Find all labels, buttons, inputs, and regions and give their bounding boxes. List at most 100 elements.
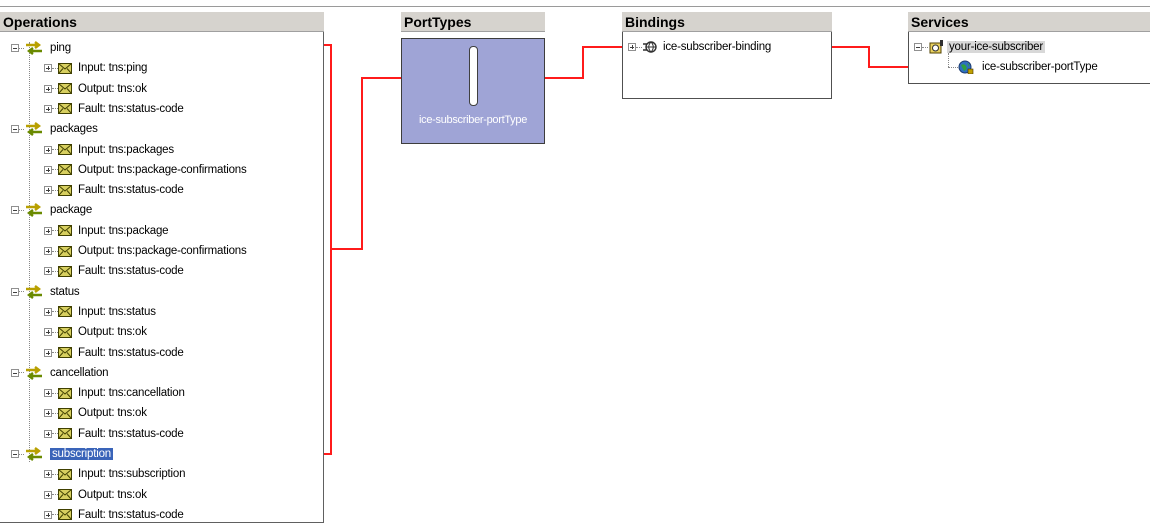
expand-minus-icon[interactable] [11, 206, 19, 215]
porttypes-title: PortTypes [404, 14, 472, 30]
dash-connector [52, 412, 58, 414]
connector-ops-to-porttype [361, 77, 401, 79]
operation-item[interactable]: status [11, 282, 80, 302]
expand-plus-icon[interactable] [44, 348, 52, 357]
message-item[interactable]: Output: tns:package-confirmations [44, 241, 247, 261]
expand-minus-icon[interactable] [11, 450, 19, 458]
message-item[interactable]: Output: tns:ok [44, 79, 147, 99]
expand-plus-icon[interactable] [44, 470, 52, 479]
operation-item[interactable]: package [11, 200, 92, 220]
message-item[interactable]: Input: tns:packages [44, 140, 174, 160]
message-item[interactable]: Fault: tns:status-code [44, 343, 184, 363]
expand-plus-icon[interactable] [44, 267, 52, 276]
dash-connector [52, 433, 58, 435]
expand-minus-icon[interactable] [914, 43, 922, 51]
dash-connector [52, 149, 58, 150]
message-item[interactable]: Input: tns:package [44, 221, 169, 241]
message-item[interactable]: Fault: tns:status-code [44, 424, 184, 444]
porttypes-header: PortTypes [401, 12, 545, 32]
expand-plus-icon[interactable] [44, 64, 52, 73]
operation-item[interactable]: cancellation [11, 363, 109, 383]
message-item[interactable]: Input: tns:subscription [44, 464, 185, 484]
expand-plus-icon[interactable] [44, 165, 52, 174]
envelope-icon [58, 245, 72, 257]
dash-connector [922, 46, 928, 48]
dash-connector [52, 88, 58, 90]
message-item[interactable]: Output: tns:ok [44, 403, 147, 423]
envelope-icon [58, 164, 72, 176]
operation-label: cancellation [50, 366, 109, 379]
connector-ops-top [324, 44, 332, 46]
dash-connector [52, 311, 58, 313]
expand-plus-icon[interactable] [44, 307, 52, 316]
dash-connector [52, 392, 58, 394]
envelope-icon [58, 265, 72, 277]
connector-to-services [868, 66, 908, 68]
expand-plus-icon[interactable] [44, 226, 52, 235]
porttype-label: ice-subscriber-portType [418, 114, 528, 126]
expand-plus-icon[interactable] [44, 186, 52, 195]
envelope-icon [58, 509, 72, 521]
message-item[interactable]: Fault: tns:status-code [44, 180, 184, 200]
message-item[interactable]: Input: tns:status [44, 302, 156, 322]
globe-icon [958, 60, 974, 75]
operation-item[interactable]: packages [11, 119, 98, 139]
message-item[interactable]: Output: tns:ok [44, 485, 147, 505]
operation-item[interactable]: subscription [11, 444, 113, 464]
envelope-icon [58, 225, 72, 237]
envelope-icon [58, 144, 72, 155]
expand-plus-icon[interactable] [44, 247, 52, 255]
message-item[interactable]: Input: tns:ping [44, 58, 147, 78]
dash-connector [52, 473, 58, 475]
service-item[interactable]: your-ice-subscriber [914, 37, 1045, 57]
porttype-node[interactable]: ice-subscriber-portType [401, 38, 545, 144]
services-header: Services [908, 12, 1150, 32]
envelope-icon [58, 387, 72, 399]
swap-arrows-icon [24, 41, 44, 55]
message-item[interactable]: Output: tns:package-confirmations [44, 160, 247, 180]
expand-plus-icon[interactable] [44, 429, 52, 438]
message-item[interactable]: Fault: tns:status-code [44, 261, 184, 281]
top-divider [0, 6, 1150, 7]
expand-plus-icon[interactable] [44, 510, 52, 519]
message-label: Fault: tns:status-code [78, 184, 184, 197]
dash-connector [52, 331, 58, 333]
message-label: Output: tns:ok [78, 407, 147, 420]
expand-plus-icon[interactable] [44, 104, 52, 113]
tree-guide [29, 42, 30, 462]
expand-plus-icon[interactable] [44, 389, 52, 398]
message-label: Input: tns:packages [78, 143, 174, 156]
service-port-label: ice-subscriber-portType [982, 61, 1098, 73]
operation-item[interactable]: ping [11, 38, 71, 58]
operation-label: package [50, 204, 93, 217]
envelope-icon [58, 347, 72, 358]
message-item[interactable]: Fault: tns:status-code [44, 99, 184, 119]
expand-minus-icon[interactable] [11, 368, 19, 377]
message-item[interactable]: Fault: tns:status-code [44, 505, 184, 525]
expand-plus-icon[interactable] [628, 43, 636, 51]
expand-minus-icon[interactable] [11, 44, 19, 52]
swap-arrows-icon [24, 203, 44, 218]
expand-plus-icon[interactable] [44, 328, 52, 337]
message-label: Input: tns:ping [78, 62, 148, 75]
swap-arrows-icon [24, 122, 44, 137]
expand-minus-icon[interactable] [11, 125, 19, 134]
expand-plus-icon[interactable] [44, 145, 52, 154]
message-label: Input: tns:subscription [78, 468, 186, 481]
service-port-item[interactable]: ice-subscriber-portType [958, 57, 1098, 77]
expand-plus-icon[interactable] [44, 490, 52, 499]
expand-plus-icon[interactable] [44, 409, 52, 418]
expand-minus-icon[interactable] [11, 287, 19, 296]
message-label: Input: tns:status [78, 305, 156, 318]
operation-label: packages [50, 123, 98, 136]
dash-connector [52, 108, 58, 110]
message-label: Output: tns:ok [78, 488, 147, 501]
expand-plus-icon[interactable] [44, 84, 52, 93]
message-item[interactable]: Output: tns:ok [44, 322, 147, 342]
operations-panel [0, 32, 324, 523]
message-label: Output: tns:ok [78, 326, 147, 339]
message-label: Fault: tns:status-code [78, 508, 184, 521]
binding-item[interactable]: ice-subscriber-binding [628, 37, 771, 57]
message-item[interactable]: Input: tns:cancellation [44, 383, 185, 403]
dash-connector [52, 250, 58, 252]
